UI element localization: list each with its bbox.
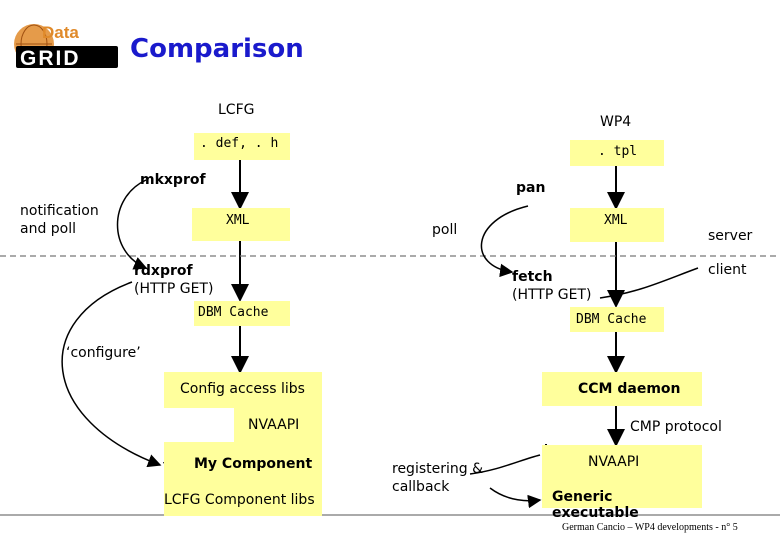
fetch-line2: (HTTP GET) xyxy=(512,287,592,303)
client-label: client xyxy=(708,262,747,278)
lcfg-component-libs-label: LCFG Component libs xyxy=(164,492,315,508)
wp4-column-title: WP4 xyxy=(600,114,632,130)
fetch-label: fetch (HTTP GET) xyxy=(512,268,591,304)
mkxprof-label: mkxprof xyxy=(140,172,206,188)
notification-line2: and poll xyxy=(20,221,77,237)
notification-label: notification and poll xyxy=(20,202,99,238)
xml-box-right: XML xyxy=(570,208,664,242)
registering-line2: callback xyxy=(392,479,450,495)
server-label: server xyxy=(708,228,753,244)
config-access-libs-box: Config access libs xyxy=(164,372,322,408)
nvaapi-box-right: NVAAPI xyxy=(542,445,702,478)
footer-credit: German Cancio – WP4 developments - n° 5 xyxy=(562,522,738,533)
xml-box-left: XML xyxy=(192,208,290,241)
rdxprof-label: rdxprof (HTTP GET) xyxy=(134,262,213,298)
rdxprof-line1: rdxprof xyxy=(134,263,193,279)
registering-curve xyxy=(469,454,540,501)
nvaapi-box-left: NVAAPI xyxy=(234,408,322,442)
pan-label: pan xyxy=(516,180,546,196)
datagrid-logo-graphic: Data GRID xyxy=(14,23,118,70)
page-title: Comparison xyxy=(130,34,304,64)
dbm-cache-box-right: DBM Cache xyxy=(570,307,664,332)
rdxprof-line2: (HTTP GET) xyxy=(134,281,214,297)
registering-line1: registering & xyxy=(392,461,484,477)
configure-curve xyxy=(61,281,162,468)
component-stack-box: My Component LCFG Component libs xyxy=(164,442,322,516)
def-h-box: . def, . h xyxy=(194,133,290,160)
poll-label: poll xyxy=(432,222,458,238)
logo-grid-text: GRID xyxy=(20,47,81,70)
dbm-cache-box-left: DBM Cache xyxy=(194,301,290,326)
lcfg-column-title: LCFG xyxy=(218,102,255,118)
logo-data-text: Data xyxy=(42,23,79,42)
poll-curve xyxy=(480,205,529,278)
notification-curve xyxy=(116,179,148,270)
notification-line1: notification xyxy=(20,203,99,219)
ccm-daemon-box: CCM daemon xyxy=(542,372,702,406)
cmp-protocol-label: CMP protocol xyxy=(630,419,722,435)
datagrid-logo: Data GRID xyxy=(12,20,120,70)
generic-executable-box: Generic executable xyxy=(542,478,702,521)
fetch-curve xyxy=(599,267,699,299)
fetch-line1: fetch xyxy=(512,269,553,285)
tpl-box: . tpl xyxy=(570,140,664,166)
configure-label: ‘configure’ xyxy=(66,345,141,361)
my-component-label: My Component xyxy=(194,456,313,472)
registering-label: registering & callback xyxy=(392,460,483,496)
